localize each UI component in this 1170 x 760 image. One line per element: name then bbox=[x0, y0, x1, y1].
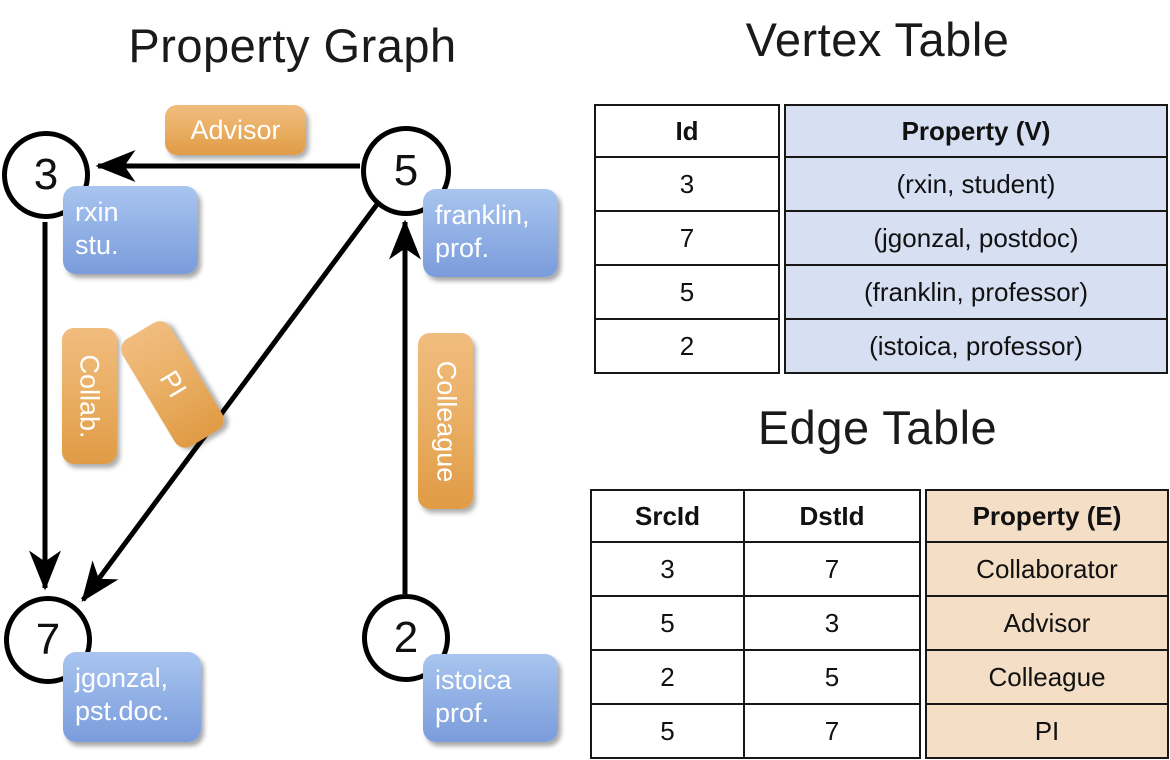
edge-table-cell-srcid: 5 bbox=[590, 705, 745, 759]
node-property-box-franklin: franklin, prof. bbox=[423, 189, 558, 277]
vertex-table-panel: Vertex Table bbox=[585, 0, 1170, 390]
edge-table-cell-dstid: 5 bbox=[745, 651, 921, 705]
edge-label-colleague: Colleague bbox=[418, 333, 473, 509]
node-property-rxin-line1: rxin bbox=[75, 197, 119, 227]
vertex-table-column-property: Property (V) (rxin, student) (jgonzal, p… bbox=[784, 104, 1168, 374]
graph-node-7-label: 7 bbox=[35, 615, 61, 664]
graph-node-3-label: 3 bbox=[33, 150, 59, 199]
edge-table-cell-dstid: 7 bbox=[745, 705, 921, 759]
vertex-table-cell-id: 5 bbox=[594, 266, 780, 320]
graph-node-2[interactable]: 2 bbox=[362, 594, 450, 682]
edge-label-collab: Collab. bbox=[62, 328, 117, 464]
vertex-table-cell-id: 2 bbox=[594, 320, 780, 374]
vertex-table-cell-id: 3 bbox=[594, 158, 780, 212]
node-property-franklin-line2: prof. bbox=[435, 232, 490, 263]
edge-table-header-property: Property (E) bbox=[925, 489, 1169, 543]
edge-table-cell-property: PI bbox=[925, 705, 1169, 759]
property-graph-panel: Property Graph 3 5 7 2 rxin stu. frankli… bbox=[2, 19, 558, 742]
graph-edges bbox=[29, 150, 421, 603]
edge-label-colleague-text: Colleague bbox=[431, 360, 461, 482]
edge-table-cell-dstid: 7 bbox=[745, 543, 921, 597]
edge-table: SrcId 3 5 2 5 DstId 7 3 5 7 Property (E)… bbox=[590, 489, 1169, 759]
node-property-jgonzal-line2: pst.doc. bbox=[75, 695, 170, 726]
node-property-box-rxin: rxin stu. bbox=[63, 186, 198, 274]
node-property-box-jgonzal: jgonzal, pst.doc. bbox=[63, 652, 201, 742]
edge-table-column-dstid: DstId 7 3 5 7 bbox=[745, 489, 921, 759]
graph-node-5-label: 5 bbox=[393, 146, 419, 195]
node-property-franklin-line1: franklin, bbox=[435, 200, 530, 230]
node-property-istoica-line1: istoica bbox=[435, 665, 512, 695]
vertex-table-cell-id: 7 bbox=[594, 212, 780, 266]
edge-label-pi-text: PI bbox=[153, 365, 193, 403]
edge-table-column-srcid: SrcId 3 5 2 5 bbox=[590, 489, 745, 759]
edge-table-cell-dstid: 3 bbox=[745, 597, 921, 651]
edge-table-column-property: Property (E) Collaborator Advisor Collea… bbox=[925, 489, 1169, 759]
graph-node-2-label: 2 bbox=[393, 613, 419, 662]
edge-label-collab-text: Collab. bbox=[75, 353, 106, 439]
edge-table-header-srcid: SrcId bbox=[590, 489, 745, 543]
page-title-edge-table: Edge Table bbox=[757, 401, 998, 454]
node-property-box-istoica: istoica prof. bbox=[423, 654, 558, 742]
graph-node-5[interactable]: 5 bbox=[361, 126, 451, 216]
edge-table-panel: Edge Table bbox=[585, 395, 1170, 760]
edge-table-cell-srcid: 2 bbox=[590, 651, 745, 705]
vertex-table-header-property: Property (V) bbox=[784, 104, 1168, 158]
vertex-table: Id 3 7 5 2 Property (V) (rxin, student) … bbox=[594, 104, 1168, 374]
edge-table-cell-srcid: 5 bbox=[590, 597, 745, 651]
edge-label-advisor: Advisor bbox=[165, 105, 306, 155]
vertex-table-cell-property: (istoica, professor) bbox=[784, 320, 1168, 374]
page-title-property-graph: Property Graph bbox=[128, 19, 457, 72]
vertex-table-cell-property: (jgonzal, postdoc) bbox=[784, 212, 1168, 266]
edge-table-header-dstid: DstId bbox=[745, 489, 921, 543]
vertex-table-header-id: Id bbox=[594, 104, 780, 158]
node-property-rxin-line2: stu. bbox=[75, 229, 119, 260]
node-property-jgonzal-line1: jgonzal, bbox=[75, 663, 169, 693]
edge-table-cell-property: Collaborator bbox=[925, 543, 1169, 597]
edge-5-to-7 bbox=[80, 201, 381, 603]
node-property-istoica-line2: prof. bbox=[435, 697, 490, 728]
vertex-table-column-id: Id 3 7 5 2 bbox=[594, 104, 780, 374]
vertex-table-cell-property: (franklin, professor) bbox=[784, 266, 1168, 320]
edge-table-cell-srcid: 3 bbox=[590, 543, 745, 597]
vertex-table-cell-property: (rxin, student) bbox=[784, 158, 1168, 212]
edge-table-cell-property: Advisor bbox=[925, 597, 1169, 651]
edge-label-advisor-text: Advisor bbox=[190, 114, 281, 145]
edge-table-cell-property: Colleague bbox=[925, 651, 1169, 705]
page-title-vertex-table: Vertex Table bbox=[745, 13, 1010, 66]
